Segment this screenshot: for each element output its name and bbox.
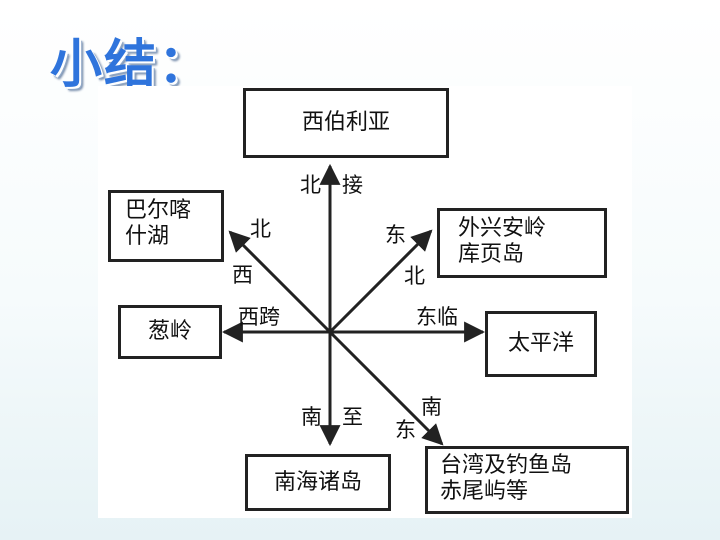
region-northwest-line1: 巴尔喀: [125, 198, 192, 223]
arrow-southeast: [328, 330, 444, 446]
region-southeast-box: 台湾及钓鱼岛 赤尾屿等: [425, 446, 629, 514]
label-northwest-1: 北: [250, 217, 271, 241]
slide-title: 小结：: [50, 35, 213, 95]
diagram-panel: 西伯利亚 巴尔喀 什湖 葱岭 外兴安岭 库页岛 太平洋 南海诸岛 台湾及钓鱼岛 …: [98, 86, 632, 518]
arrow-northwest: [228, 230, 332, 334]
label-northwest-2: 西: [232, 263, 253, 287]
label-east: 东临: [416, 305, 458, 329]
label-northeast-1: 东: [385, 223, 406, 247]
region-south-label: 南海诸岛: [273, 469, 362, 495]
label-north-verb: 接: [342, 173, 363, 197]
region-south-box: 南海诸岛: [245, 454, 391, 511]
region-north-box: 西伯利亚: [243, 88, 449, 158]
region-southeast-line1: 台湾及钓鱼岛: [440, 453, 573, 478]
region-west-label: 葱岭: [147, 319, 192, 344]
arrows-layer: [221, 163, 486, 447]
region-northwest-box: 巴尔喀 什湖: [108, 190, 224, 262]
label-south-2: 至: [342, 405, 363, 429]
label-south-1: 南: [301, 405, 322, 429]
region-east-label: 太平洋: [507, 331, 574, 356]
region-west-box: 葱岭: [118, 305, 222, 359]
region-northeast-line1: 外兴安岭: [458, 216, 547, 241]
region-northeast-line2: 库页岛: [458, 242, 525, 267]
label-northeast-2: 北: [404, 264, 425, 288]
label-southeast-1: 南: [421, 395, 442, 419]
region-north-label: 西伯利亚: [301, 110, 390, 135]
region-east-box: 太平洋: [485, 311, 597, 377]
label-southeast-2: 东: [395, 418, 416, 442]
region-northeast-box: 外兴安岭 库页岛: [437, 208, 607, 278]
label-north-dir: 北: [300, 173, 321, 197]
arrow-northeast: [328, 229, 433, 334]
label-west: 西跨: [238, 305, 280, 329]
region-southeast-line2: 赤尾屿等: [440, 479, 529, 504]
region-northwest-line2: 什湖: [125, 224, 170, 249]
